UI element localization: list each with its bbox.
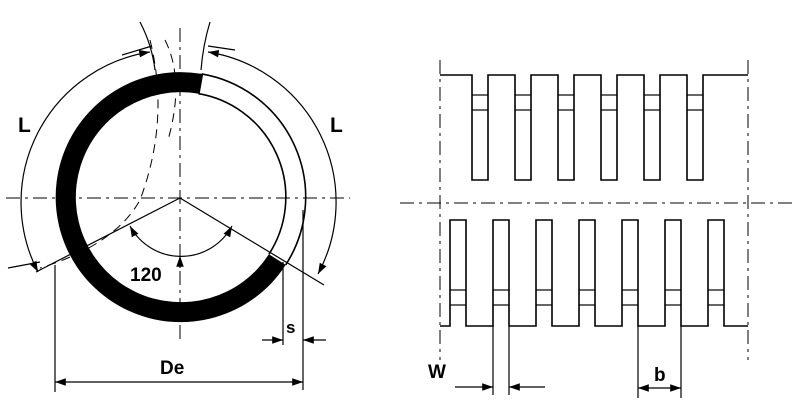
angle-arc bbox=[129, 225, 233, 257]
upper-comb-outline bbox=[440, 74, 748, 181]
fork-line-left bbox=[139, 21, 156, 71]
side-view: W b bbox=[400, 60, 795, 398]
lower-tooth-bands bbox=[450, 289, 724, 306]
gap-label: s bbox=[286, 318, 295, 337]
ring-outer-edge bbox=[201, 73, 307, 266]
fork-line-right bbox=[200, 21, 211, 71]
arc-dimension-left bbox=[20, 49, 151, 273]
phantom-arc-inner bbox=[164, 39, 177, 141]
arc-dim-left-tick bbox=[121, 45, 153, 56]
phantom-arc-left bbox=[39, 39, 159, 269]
angle-label: 120 bbox=[130, 265, 162, 286]
segment-end-cap bbox=[196, 73, 204, 94]
arc-dimension-right bbox=[207, 49, 337, 275]
ring-view: 120 L L s De bbox=[6, 21, 350, 392]
lower-comb-outline bbox=[440, 219, 748, 327]
ring-inner-edge bbox=[198, 92, 287, 255]
upper-tooth-bands bbox=[472, 94, 703, 111]
pitch-label: b bbox=[654, 365, 666, 386]
arc-length-label-left: L bbox=[18, 114, 31, 137]
diameter-label: De bbox=[160, 358, 184, 379]
width-label: W bbox=[428, 362, 446, 383]
black-ring-segment bbox=[55, 72, 286, 323]
arc-length-label-right: L bbox=[330, 114, 343, 137]
arc-dim-right-tick bbox=[207, 45, 236, 51]
